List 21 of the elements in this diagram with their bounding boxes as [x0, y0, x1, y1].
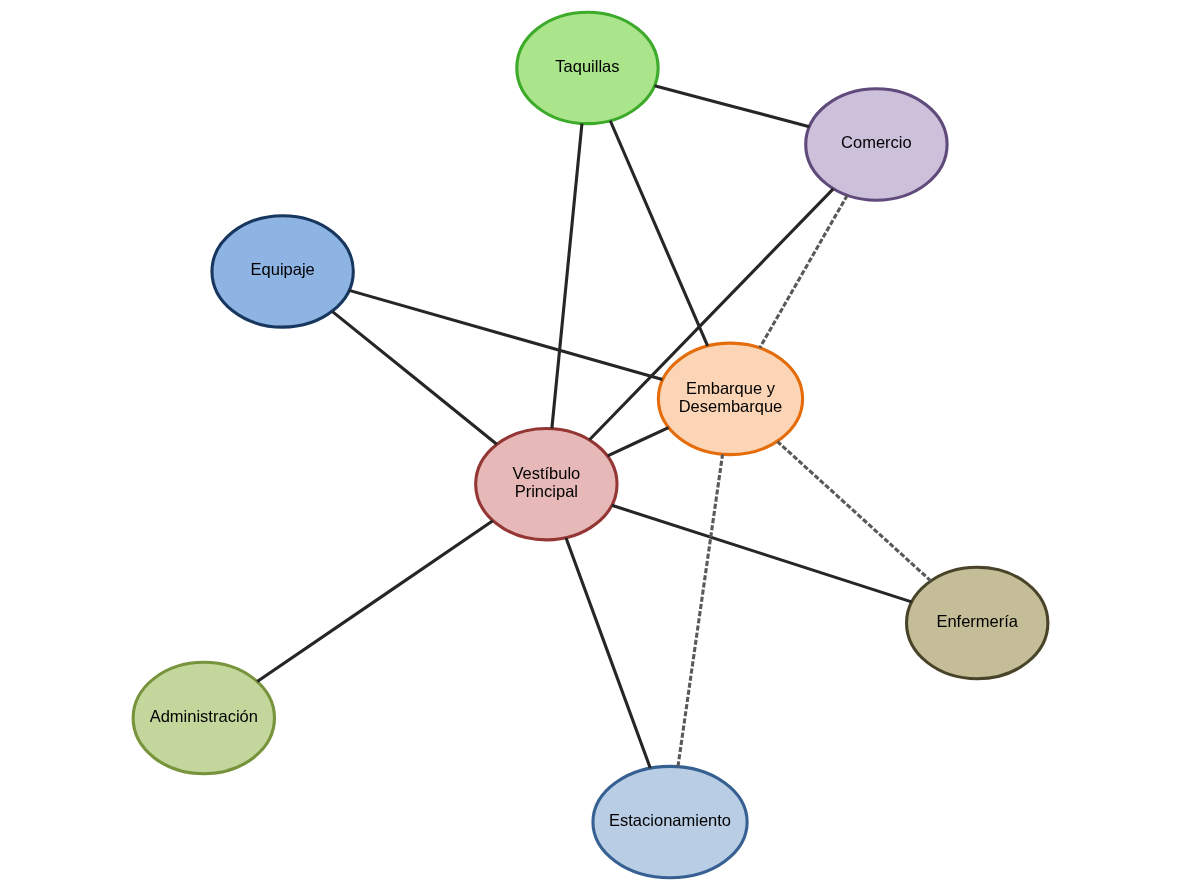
node-ellipse: Administración — [131, 660, 276, 776]
node-ellipse: Embarque y Desembarque — [656, 341, 804, 457]
node-ellipse: Estacionamiento — [590, 764, 749, 880]
node-ellipse: Enfermería — [904, 565, 1049, 681]
node-ellipse: Equipaje — [209, 214, 355, 329]
connector — [776, 440, 932, 582]
node-ellipse: Vestíbulo Principal — [473, 426, 619, 542]
connector — [758, 194, 849, 349]
connector — [348, 288, 663, 381]
connector — [331, 310, 498, 446]
connector — [675, 454, 724, 767]
connector — [587, 187, 834, 441]
connector — [610, 503, 912, 604]
node-ellipse: Comercio — [803, 87, 949, 202]
node-ellipse: Taquillas — [514, 10, 660, 126]
connector — [653, 84, 810, 129]
connector — [608, 120, 709, 347]
connector — [606, 426, 669, 458]
connector — [255, 519, 494, 683]
connector — [564, 537, 652, 769]
connector — [549, 123, 583, 429]
